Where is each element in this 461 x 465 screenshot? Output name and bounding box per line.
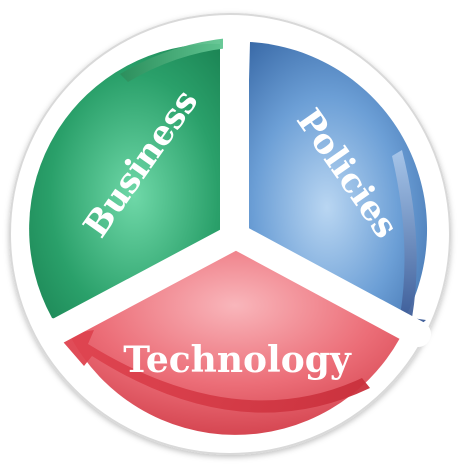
segment-business-shape: [29, 43, 220, 320]
segment-technology: Technology: [58, 250, 400, 435]
segment-policies: Policies: [245, 42, 428, 340]
segment-technology-shape: [70, 250, 400, 435]
segment-policies-shape: [245, 42, 428, 318]
curved-arrow-icon: [120, 28, 248, 82]
curved-arrow-icon: [58, 330, 370, 413]
curved-arrow-icon: [392, 150, 426, 340]
y-divider: [39, 17, 431, 347]
segment-business: Business: [29, 28, 248, 320]
segment-technology-label: Technology: [123, 339, 352, 381]
